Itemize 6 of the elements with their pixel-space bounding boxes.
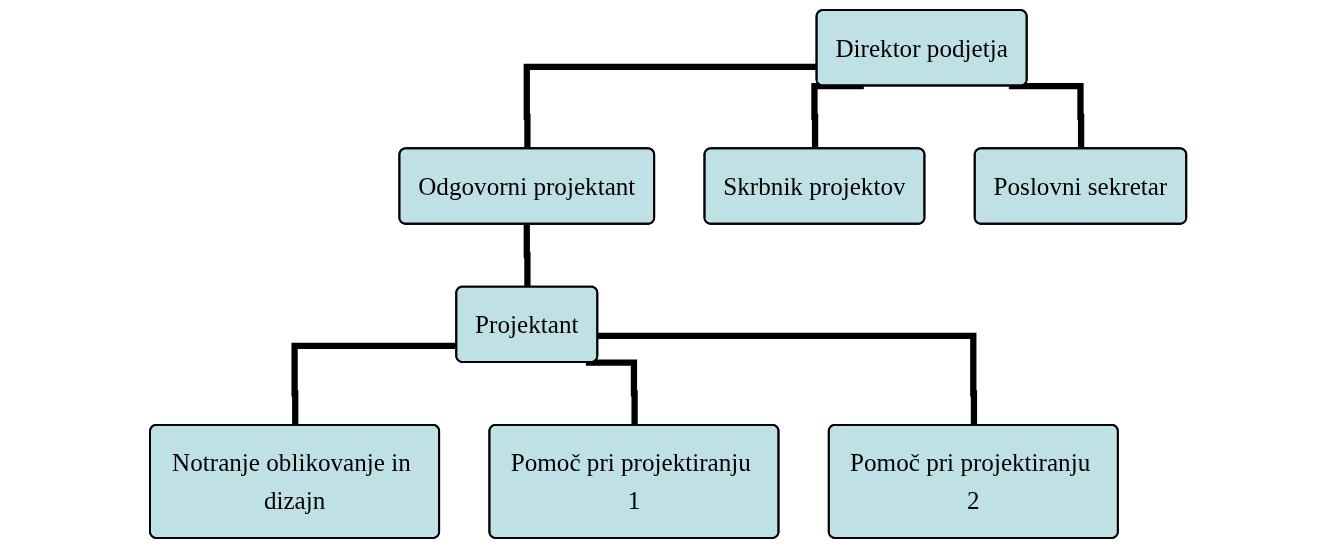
connector [523,63,817,149]
connector [1008,82,1085,149]
connector [597,332,977,426]
connector [585,359,638,426]
connector [811,82,864,149]
connector [291,342,457,426]
